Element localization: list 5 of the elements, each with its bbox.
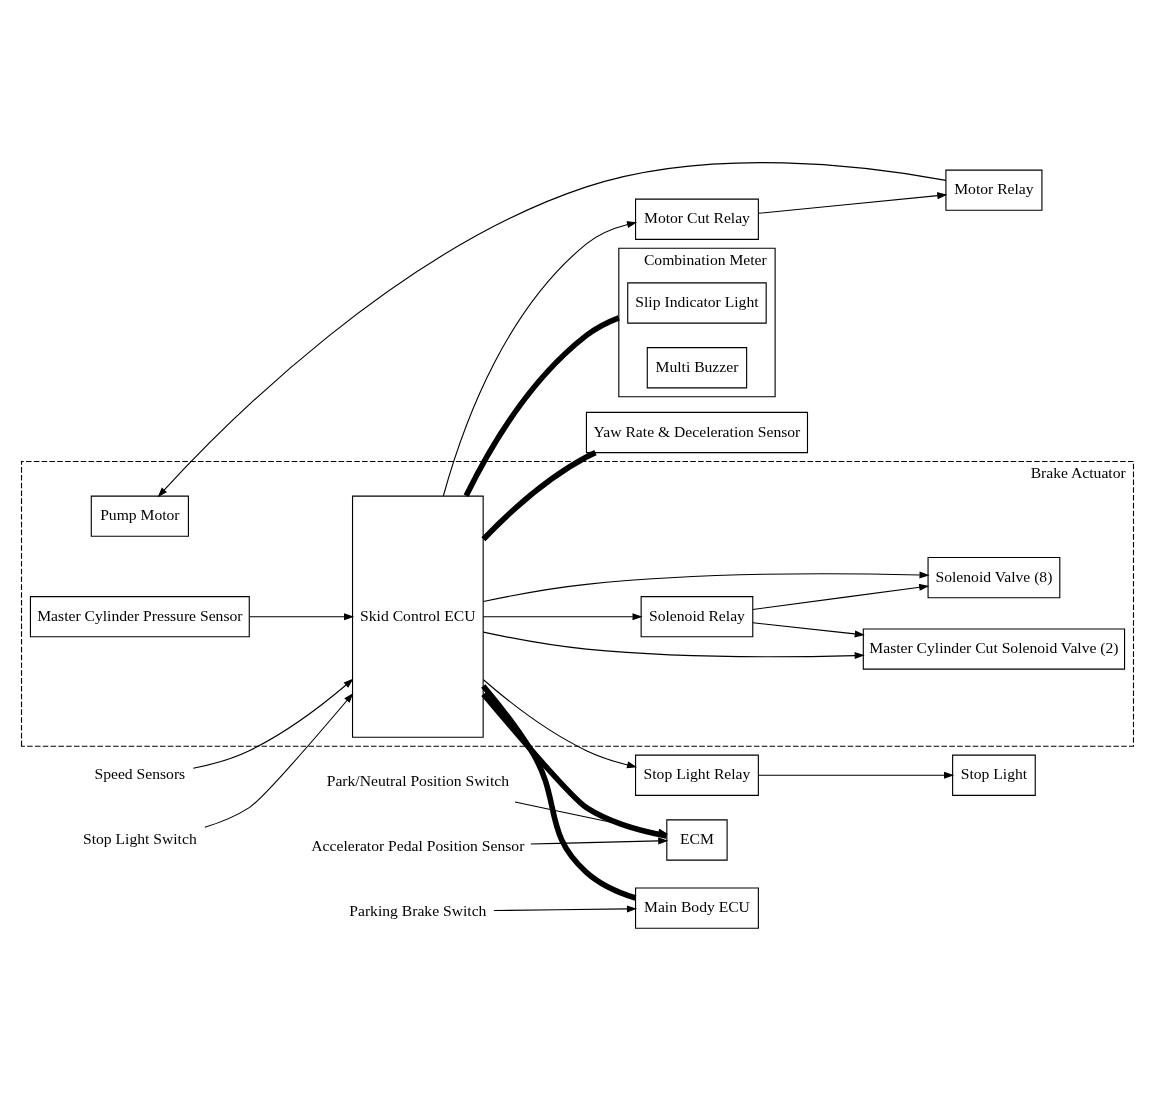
- node-text: Accelerator Pedal Position Sensor: [311, 836, 525, 854]
- node-text: Speed Sensors: [94, 764, 186, 782]
- node-text: Stop Light Switch: [82, 829, 197, 847]
- node-text: Parking Brake Switch: [349, 901, 487, 919]
- node-text: Park/Neutral Position Switch: [326, 771, 509, 789]
